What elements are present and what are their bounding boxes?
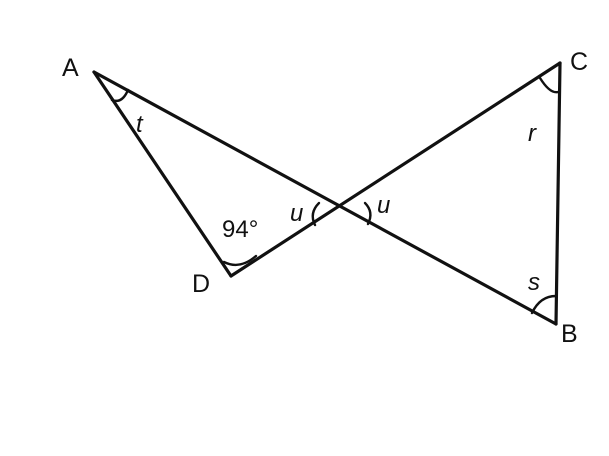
angle-label-u-left: u bbox=[290, 200, 303, 227]
angle-label-u-right: u bbox=[377, 192, 390, 219]
vertex-label-b: B bbox=[561, 320, 578, 348]
angle-label-r: r bbox=[528, 120, 537, 147]
angle-arc-d bbox=[222, 254, 258, 267]
segment-a-b bbox=[92, 70, 558, 326]
angle-label-s: s bbox=[528, 269, 540, 296]
angle-label-94-degrees: 94° bbox=[222, 216, 258, 243]
segment-d-c bbox=[229, 61, 562, 278]
vertex-label-c: C bbox=[570, 48, 588, 76]
angle-arc-u-right bbox=[363, 201, 372, 226]
vertex-label-a: A bbox=[62, 54, 79, 82]
angle-arc-r bbox=[538, 76, 560, 94]
segment-a-d bbox=[92, 70, 233, 278]
segment-c-b bbox=[554, 61, 562, 326]
angle-arc-u-left bbox=[311, 201, 321, 227]
vertex-label-d: D bbox=[192, 270, 210, 298]
angle-arc-s bbox=[530, 294, 558, 315]
angle-label-t: t bbox=[136, 111, 144, 138]
angle-arc-t bbox=[110, 88, 130, 103]
